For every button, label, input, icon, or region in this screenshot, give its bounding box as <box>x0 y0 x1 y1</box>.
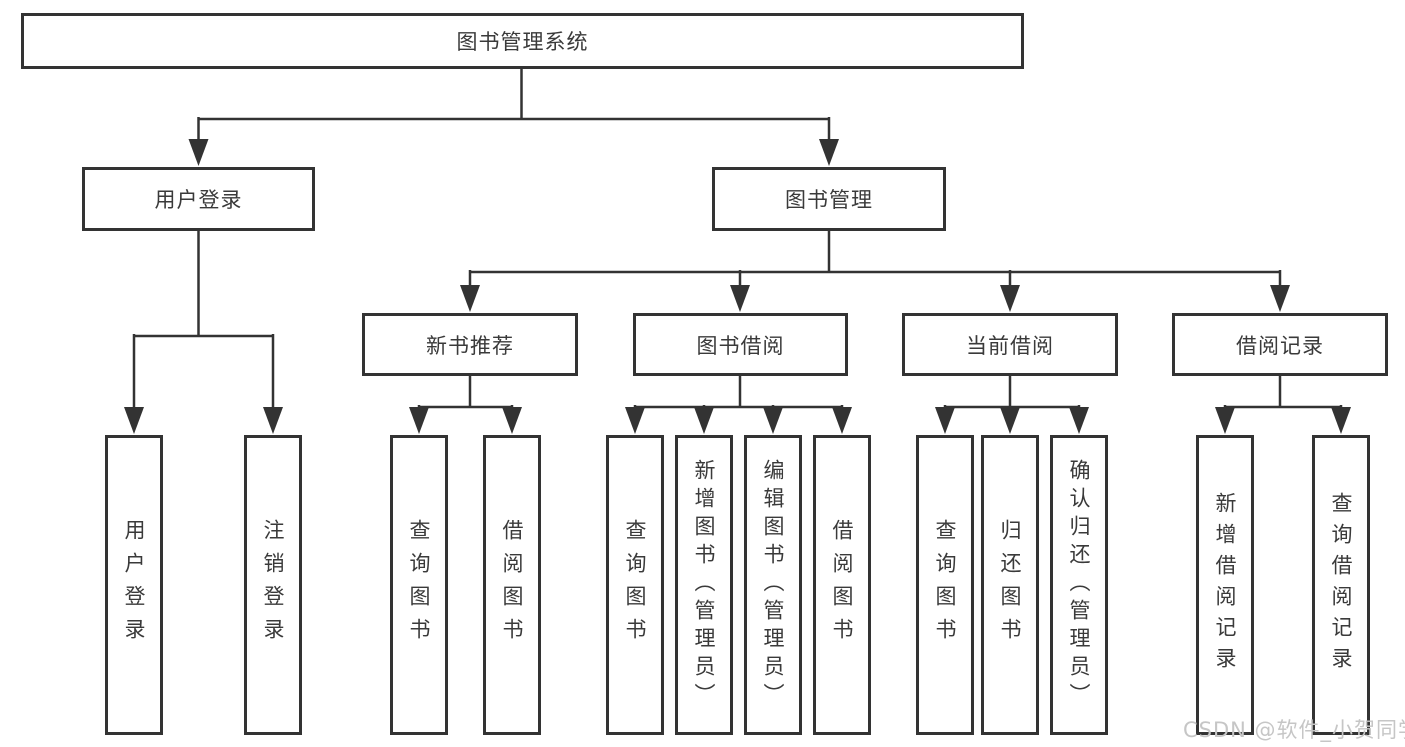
node-label: 借阅记录 <box>1236 333 1324 358</box>
node-label: 用户登录 <box>154 188 243 212</box>
node-label: 当前借阅 <box>966 333 1054 358</box>
node-book-management: 图书管理 <box>712 167 946 231</box>
node-library-management-system: 图书管理系统 <box>21 13 1024 69</box>
node-label: 确认归还（管理员） <box>1067 459 1091 711</box>
node-label: 借阅图书 <box>500 519 524 651</box>
node-label: 图书借阅 <box>696 333 785 358</box>
leaf-query-books-recommend: 查询图书 <box>390 435 448 735</box>
leaf-logout: 注销登录 <box>244 435 302 735</box>
node-label: 图书管理系统 <box>456 30 589 54</box>
node-label: 新增图书（管理员） <box>692 459 716 711</box>
node-label: 注销登录 <box>261 519 285 651</box>
node-label: 查询图书 <box>933 519 957 651</box>
leaf-add-borrow-record: 新增借阅记录 <box>1196 435 1254 735</box>
leaf-add-book-admin: 新增图书（管理员） <box>675 435 733 735</box>
node-label: 新增借阅记录 <box>1213 492 1237 678</box>
node-label: 归还图书 <box>998 519 1022 651</box>
node-label: 查询图书 <box>623 519 647 651</box>
node-new-book-recommendation: 新书推荐 <box>362 313 578 376</box>
node-label: 新书推荐 <box>426 333 514 358</box>
node-label: 查询图书 <box>407 519 431 651</box>
connector-new-book-children <box>409 375 522 434</box>
connector-borrow-records-children <box>1215 375 1351 434</box>
node-label: 用户登录 <box>122 519 146 651</box>
node-user-login: 用户登录 <box>82 167 315 231</box>
connector-user-login-children <box>124 230 283 434</box>
node-current-borrowing: 当前借阅 <box>902 313 1118 376</box>
node-label: 编辑图书（管理员） <box>761 459 785 711</box>
connector-current-borrow-children <box>935 375 1089 434</box>
node-label: 查询借阅记录 <box>1329 492 1353 678</box>
leaf-query-books-borrow: 查询图书 <box>606 435 664 735</box>
connector-book-management-children <box>460 230 1290 312</box>
leaf-query-books-current: 查询图书 <box>916 435 974 735</box>
leaf-edit-book-admin: 编辑图书（管理员） <box>744 435 802 735</box>
connector-book-borrow-children <box>625 375 852 434</box>
csdn-watermark: CSDN @软件_小贺同学 <box>1183 718 1405 742</box>
leaf-borrow-books-recommend: 借阅图书 <box>483 435 541 735</box>
leaf-user-login: 用户登录 <box>105 435 163 735</box>
node-label: 借阅图书 <box>830 519 854 651</box>
leaf-borrow-books: 借阅图书 <box>813 435 871 735</box>
node-label: 图书管理 <box>785 188 873 212</box>
node-book-borrowing: 图书借阅 <box>633 313 848 376</box>
leaf-confirm-return-admin: 确认归还（管理员） <box>1050 435 1108 735</box>
leaf-return-book: 归还图书 <box>981 435 1039 735</box>
connector-root-to-level2 <box>188 67 839 166</box>
leaf-query-borrow-record: 查询借阅记录 <box>1312 435 1370 735</box>
node-borrowing-records: 借阅记录 <box>1172 313 1388 376</box>
